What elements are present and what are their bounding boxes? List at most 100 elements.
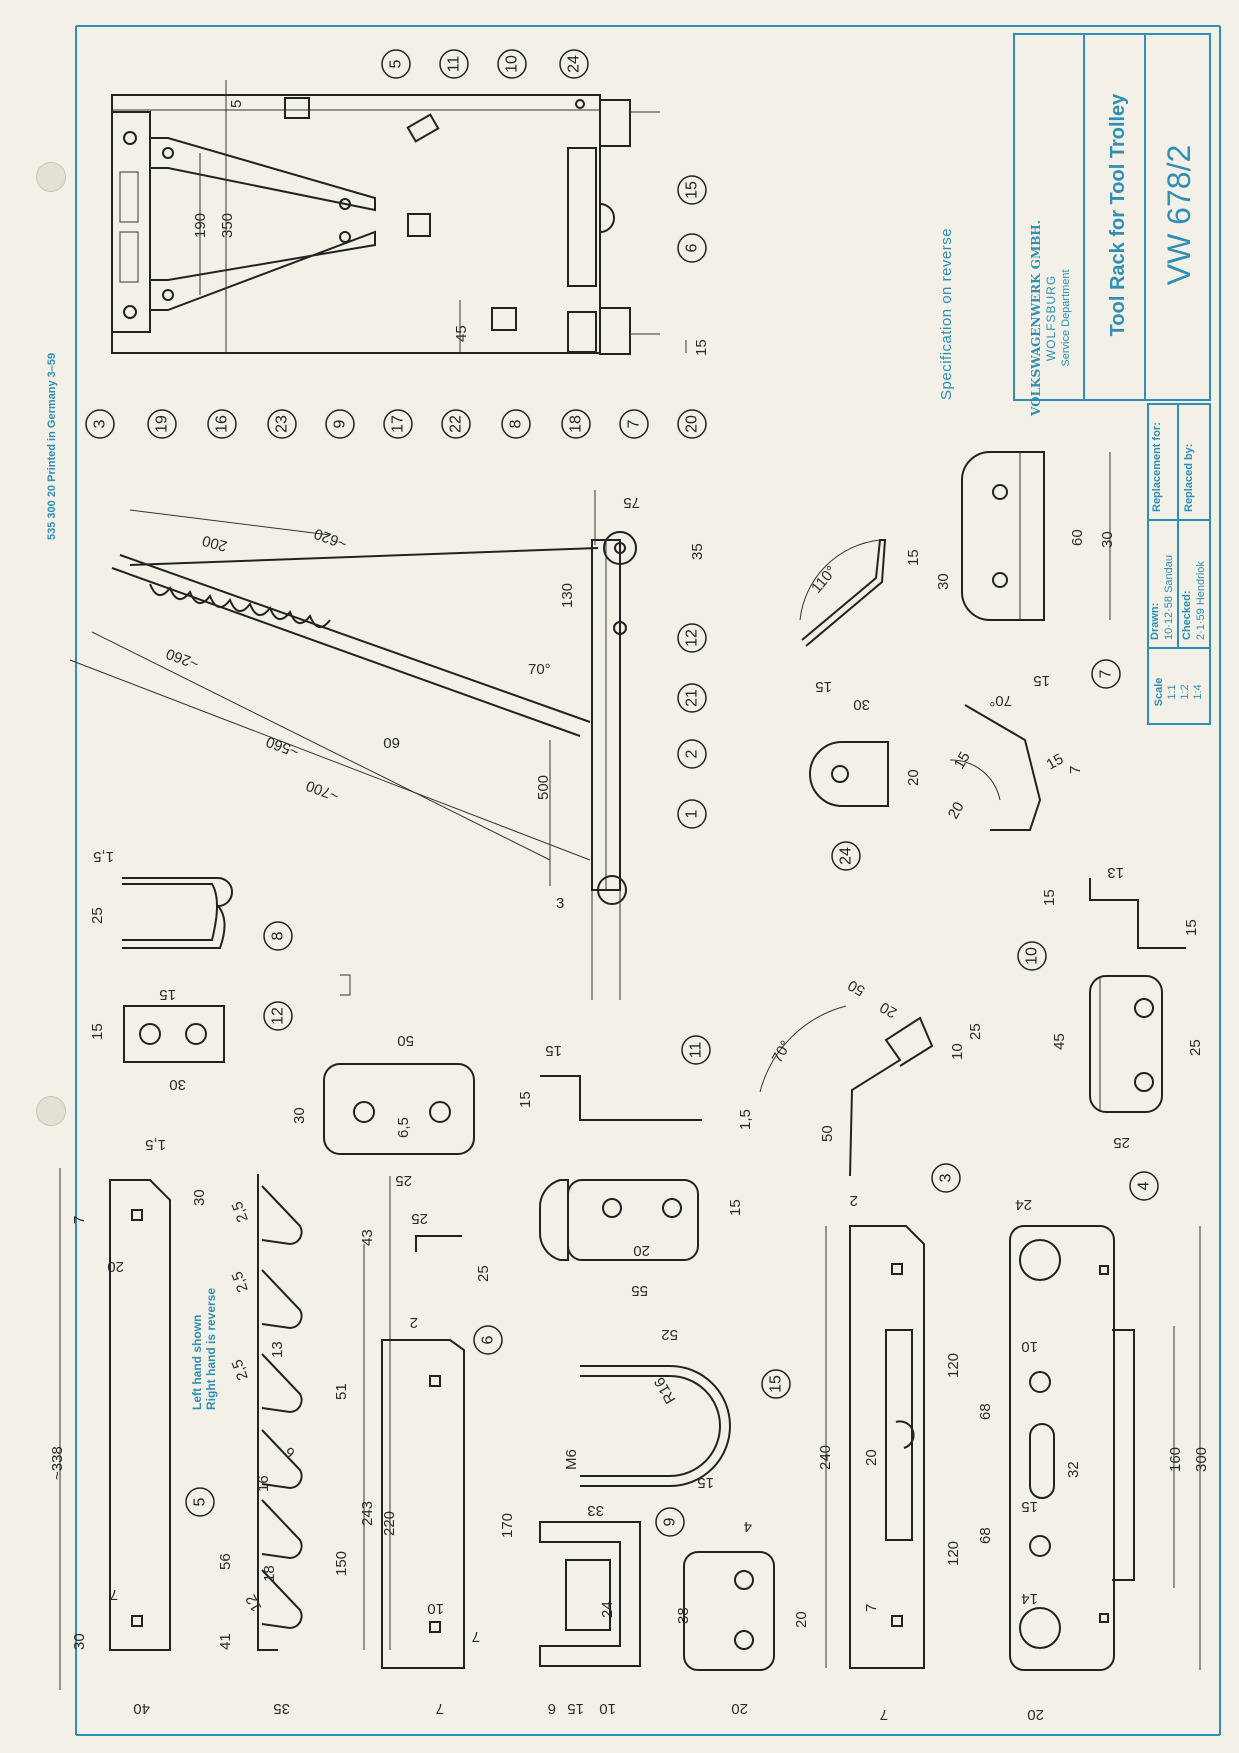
dim-rack-2: 13 <box>269 1341 286 1358</box>
part-bubble-15b: 15 <box>761 1369 791 1399</box>
part-bubble-18: 18 <box>561 409 591 439</box>
detail-part-7: 110° 15 30 15 30 60 30 15 70° 15 15 20 7 <box>799 451 1116 831</box>
dim-rack-7: 12 <box>242 1592 265 1615</box>
detail-part-6: 10 7 7 170 <box>381 1339 516 1717</box>
dim-rack-10: 35 <box>273 1700 290 1717</box>
dim-rack-9: 56 <box>217 1553 234 1570</box>
dim-p9-2: 4 <box>744 1518 752 1535</box>
part-bubble-12a: 12 <box>677 623 707 653</box>
dim-p12-0: 50 <box>397 1032 414 1049</box>
svg-text:20: 20 <box>684 415 701 433</box>
detail-part-15b: 15 20 55 <box>538 1179 744 1299</box>
dim-p4-5: 15 <box>1021 1498 1038 1515</box>
dim-p4-2: 68 <box>977 1403 994 1420</box>
part-bubble-15a: 15 <box>677 175 707 205</box>
dim-p12-1: 30 <box>291 1107 308 1124</box>
dim-p5-4: 20 <box>107 1258 124 1275</box>
svg-text:16: 16 <box>214 415 231 433</box>
dim-p9-6: 6 <box>548 1700 556 1717</box>
dim-p9-0: 33 <box>587 1502 604 1519</box>
part-bubble-10b: 10 <box>1017 941 1047 971</box>
binder-hole-top <box>36 162 66 192</box>
dim-bent-1: 50 <box>845 976 868 999</box>
dim-p10-0: 15 <box>1041 889 1058 906</box>
detail-part-10: 15 13 15 45 25 25 <box>1041 864 1204 1151</box>
part-bubble-9b: 9 <box>655 1507 685 1537</box>
replaced-label: Replaced by: <box>1183 444 1195 512</box>
part-bubble-6b: 6 <box>473 1325 503 1355</box>
dim-p9-1: 15 <box>697 1474 714 1491</box>
dim-p15b-0: 15 <box>727 1199 744 1216</box>
dim-p7-7: 15 <box>1033 672 1050 689</box>
part-bubble-3b: 3 <box>931 1163 961 1193</box>
detail-part-24: 20 <box>809 741 922 807</box>
dim-frame-4: 15 <box>693 339 710 356</box>
svg-text:7: 7 <box>1098 669 1115 678</box>
part-bubble-8a: 8 <box>501 409 531 439</box>
dim-side-8: 35 <box>689 543 706 560</box>
detail-part-4: 24 120 68 10 32 15 68 120 14 160 300 20 <box>945 1196 1210 1723</box>
dim-angle-2: 2 <box>410 1314 418 1331</box>
detail-angle: 25 25 2 <box>410 1210 492 1331</box>
dim-plate-2: 30 <box>169 1076 186 1093</box>
svg-text:11: 11 <box>446 56 463 73</box>
title-department: Service Department <box>1060 269 1072 366</box>
dim-rack-11: 43 <box>359 1229 376 1246</box>
dim-side-2: ~260 <box>164 645 202 673</box>
dim-p6-1: 7 <box>472 1628 480 1645</box>
dim-side-0: ~620 <box>312 525 350 553</box>
detail-part-8: 1,5 25 <box>89 848 233 949</box>
svg-text:21: 21 <box>684 689 701 707</box>
part-bubble-1: 1 <box>677 799 707 829</box>
drawn-label: Drawn: <box>1149 603 1161 640</box>
dim-side-10: 70° <box>528 661 551 678</box>
dim-p6-3: 170 <box>499 1513 516 1538</box>
svg-text:19: 19 <box>154 415 171 433</box>
dim-angle-0: 25 <box>411 1210 428 1227</box>
scale-label: Scale <box>1153 678 1165 707</box>
svg-text:18: 18 <box>568 415 585 433</box>
dim-rack-15: 220 <box>381 1511 398 1536</box>
dim-p15-1: R16 <box>651 1374 679 1406</box>
svg-text:8: 8 <box>270 931 287 940</box>
part-bubble-19: 19 <box>147 409 177 439</box>
dim-p5-3: 7 <box>71 1216 88 1224</box>
dim-p7-4: 30 <box>853 696 870 713</box>
dim-p7-3: 15 <box>815 678 832 695</box>
dim-p4-7: 120 <box>945 1541 962 1566</box>
svg-text:3: 3 <box>938 1173 955 1182</box>
part-bubble-23: 23 <box>267 409 297 439</box>
detail-rack-comb: 2,5 2,5 13 2,5 16 6 18 12 41 56 35 43 51… <box>217 1174 398 1717</box>
dim-p11-1: 15 <box>517 1091 534 1108</box>
part-bubble-8b: 8 <box>263 921 293 951</box>
svg-text:12: 12 <box>270 1007 287 1025</box>
svg-text:1: 1 <box>684 809 701 818</box>
part-bubble-4: 4 <box>1129 1171 1159 1201</box>
scale-2: 1:2 <box>1179 684 1191 699</box>
replacement-label: Replacement for: <box>1151 422 1163 512</box>
dim-p8-0: 1,5 <box>93 848 114 865</box>
svg-text:2: 2 <box>684 749 701 758</box>
part-bubble-20: 20 <box>677 409 707 439</box>
dim-rack-13: 150 <box>333 1551 350 1576</box>
dim-p11-2: 1,5 <box>737 1109 754 1130</box>
svg-text:24: 24 <box>838 847 855 865</box>
title-city: WOLFSBURG <box>1044 275 1058 361</box>
svg-text:9: 9 <box>332 419 349 428</box>
svg-text:5: 5 <box>192 1497 209 1506</box>
svg-text:10: 10 <box>1024 947 1041 965</box>
checked-value: 2·1·59 Hendriok <box>1195 561 1207 640</box>
title-company: VOLKSWAGENWERK GMBH. <box>1029 220 1043 417</box>
dim-p4-11: 20 <box>1027 1706 1044 1723</box>
binder-hole-bottom <box>36 1096 66 1126</box>
dim-p7-12: 7 <box>1067 766 1084 774</box>
dim-p9-7: 15 <box>567 1700 584 1717</box>
svg-text:11: 11 <box>688 1042 705 1059</box>
dim-side-11: 60 <box>383 734 400 751</box>
dim-p4-9: 160 <box>1167 1447 1184 1472</box>
dim-bent-6: 2 <box>850 1192 858 1209</box>
svg-text:23: 23 <box>274 415 291 433</box>
dim-p6-0: 10 <box>427 1600 444 1617</box>
dim-side-6: 3 <box>556 895 564 912</box>
detail-part-3: 240 20 7 7 <box>817 1225 925 1723</box>
